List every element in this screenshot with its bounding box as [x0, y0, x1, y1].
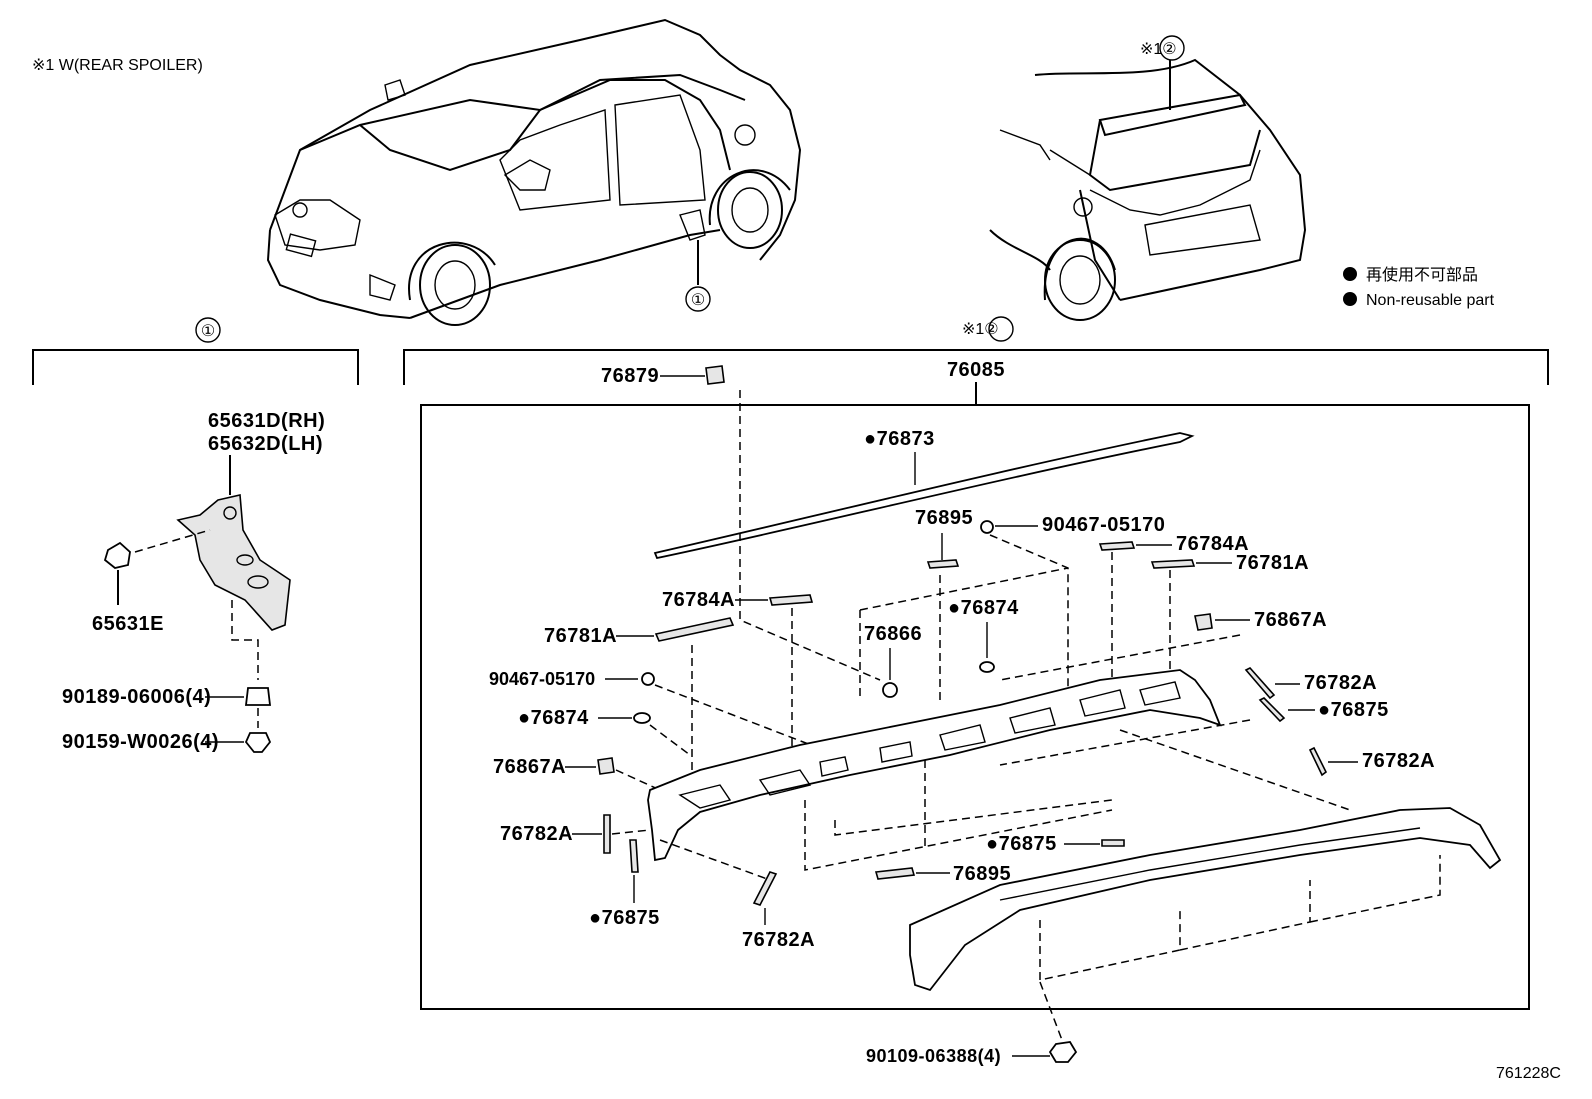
part-90189: 90189-06006(4) — [62, 686, 211, 708]
part-76895-top: 76895 — [915, 507, 973, 529]
part-76782A-bot: 76782A — [742, 929, 815, 951]
part-90467-top: 90467-05170 — [1042, 514, 1165, 536]
clip-76879 — [705, 365, 725, 385]
part-76784A-left: 76784A — [662, 589, 735, 611]
strip-76782A-l1 — [603, 814, 611, 854]
part-76867A-right: 76867A — [1254, 609, 1327, 631]
strip-76782A-bot — [752, 871, 778, 906]
bullet-icon — [1343, 292, 1357, 306]
nut-90189 — [244, 687, 272, 706]
part-90109: 90109-06388(4) — [866, 1046, 1001, 1066]
seal-76874-top — [979, 661, 995, 673]
strip-76782A-r2 — [1308, 746, 1328, 777]
part-76784A-right: 76784A — [1176, 533, 1249, 555]
section-brackets: ① ※1② — [32, 316, 1549, 385]
header-note: ※1 W(REAR SPOILER) — [32, 57, 203, 74]
screw-90109 — [1048, 1041, 1078, 1063]
pad-76895 — [926, 559, 960, 569]
assembly-76085: 76085 — [947, 359, 1005, 381]
car-rear-illustration: ※1② — [989, 35, 1307, 321]
part-76782A-r2: 76782A — [1362, 750, 1435, 772]
spoiler-base — [647, 669, 1222, 862]
part-65631D: 65631D(RH) — [208, 410, 325, 432]
screw-90159 — [244, 732, 272, 753]
part-76875-right: ●76875 — [1318, 699, 1389, 721]
assembly-frame — [420, 404, 1530, 1010]
legend-jp: 再使用不可部品 — [1366, 266, 1478, 284]
part-76874-left: ●76874 — [518, 707, 589, 729]
pad-76781A-left — [654, 617, 735, 642]
callout-2-bracket: ※1② — [962, 321, 999, 338]
spoiler-cover — [909, 807, 1502, 992]
pad-76895-bot — [874, 867, 916, 880]
strip-76875-left — [629, 839, 639, 873]
legend-en: Non-reusable part — [1366, 292, 1495, 309]
bracket-part — [176, 494, 291, 631]
part-76875-left: ●76875 — [589, 907, 660, 929]
pad-76784A-left — [768, 594, 814, 606]
diagram-id: 761228C — [1496, 1065, 1561, 1082]
part-76895-bot: 76895 — [953, 863, 1011, 885]
part-76782A-left: 76782A — [500, 823, 573, 845]
pad-76781A-right — [1150, 559, 1196, 569]
bullet-icon — [1343, 267, 1357, 281]
clip-76867A-right — [1194, 613, 1213, 631]
callout-2-rear: ※1② — [1140, 41, 1177, 58]
right-section: 76085 ●76873 76879 76895 90467-05170 767… — [420, 359, 1530, 1066]
nut-90467-top — [980, 520, 994, 534]
nut-90467-left — [641, 672, 655, 686]
part-76781A-right: 76781A — [1236, 552, 1309, 574]
part-76867A-left: 76867A — [493, 756, 566, 778]
part-76879: 76879 — [601, 365, 659, 387]
molding-76873 — [653, 432, 1195, 560]
part-76781A-left: 76781A — [544, 625, 617, 647]
clip-76867A-left — [597, 757, 615, 775]
part-76873: ●76873 — [864, 428, 935, 450]
part-76866: 76866 — [864, 623, 922, 645]
callout-1: ① — [691, 292, 705, 309]
part-90159: 90159-W0026(4) — [62, 731, 219, 753]
cap-76866 — [882, 682, 898, 698]
strip-76875-r — [1258, 697, 1286, 723]
car-front-illustration: ① — [266, 18, 802, 326]
part-76875-mid: ●76875 — [986, 833, 1057, 855]
legend: 再使用不可部品 Non-reusable part — [1343, 266, 1495, 309]
pad-76784A-right — [1098, 541, 1136, 551]
part-76782A-r1: 76782A — [1304, 672, 1377, 694]
callout-1-bracket: ① — [201, 323, 215, 340]
part-90467-left: 90467-05170 — [489, 669, 595, 689]
strip-76875-mid — [1101, 839, 1125, 847]
part-76874-top: ●76874 — [948, 597, 1019, 619]
part-65631E: 65631E — [92, 613, 164, 635]
left-section: 65631D(RH) 65632D(LH) 65631E 90189-06006… — [62, 410, 325, 753]
strip-76782A-r1 — [1244, 667, 1276, 700]
seal-76874-left — [633, 712, 651, 724]
part-65632D: 65632D(LH) — [208, 433, 323, 455]
clip-65631E — [103, 541, 131, 569]
